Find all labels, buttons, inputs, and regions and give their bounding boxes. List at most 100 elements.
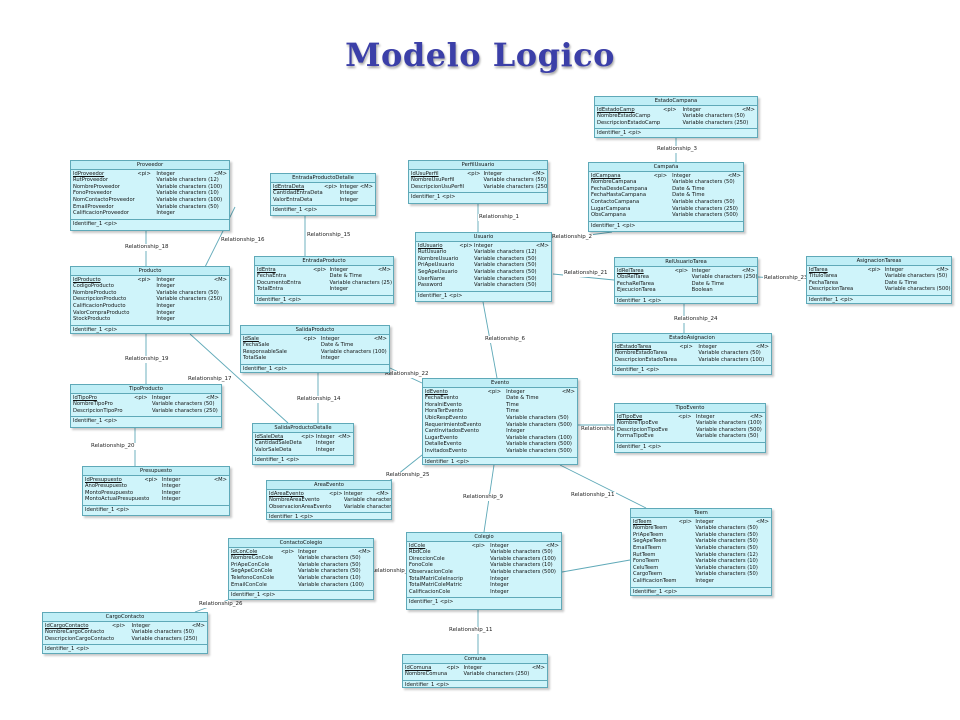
entity-row: IdEntraDeta<pi>Integer<M> xyxy=(273,183,373,190)
entity-identifier: Identifier_1 <pi> xyxy=(231,592,276,599)
entity-comuna[interactable]: Comuna IdComuna<pi>Integer<M> NombreComu… xyxy=(402,654,548,688)
entity-title: SalidaProductoDetalle xyxy=(253,424,353,433)
entity-title: EstadoCampana xyxy=(595,97,757,106)
entity-proveedor[interactable]: Proveedor IdProveedor<pi>Integer<M> RutP… xyxy=(70,160,230,231)
relationship-label: Relationship_11 xyxy=(570,492,616,499)
entity-salidaproductodetalle[interactable]: SalidaProductoDetalle IdSaleDeta<pi>Inte… xyxy=(252,423,354,465)
entity-title: TipoProducto xyxy=(71,385,221,394)
entity-identifier: Identifier_1 <pi> xyxy=(809,296,854,303)
relationship-label: Relationship_14 xyxy=(296,396,342,403)
entity-identifier: Identifier_1 <pi> xyxy=(255,457,300,464)
relationship-label: Relationship_25 xyxy=(385,472,431,479)
page-title: Modelo Logico xyxy=(345,36,615,74)
entity-title: TipoEvento xyxy=(615,404,765,413)
relationship-label: Relationship_24 xyxy=(673,316,719,323)
entity-presupuesto[interactable]: Presupuesto IdPresupuesto<pi>Integer<M> … xyxy=(82,466,230,516)
relationship-label: Relationship_6 xyxy=(484,336,527,343)
relationship-label: Relationship_3 xyxy=(656,146,699,153)
entity-row: IdRelTarea<pi>Integer<M> xyxy=(617,267,755,274)
entity-perfilusuario[interactable]: PerfilUsuario IdUsuPerfil<pi>Integer<M> … xyxy=(408,160,548,204)
entity-identifier: Identifier_1 <pi> xyxy=(257,296,302,303)
entity-row: IdEstadoCamp<pi>Integer<M> xyxy=(597,106,755,113)
entity-title: Colegio xyxy=(407,533,561,542)
entity-salidaproducto[interactable]: SalidaProducto IdSale<pi>Integer<M> Fech… xyxy=(240,325,390,373)
entity-entradaproductodetalle[interactable]: EntradaProductoDetalle IdEntraDeta<pi>In… xyxy=(270,173,376,216)
entity-relusuariotarea[interactable]: RelUsuarioTarea IdRelTarea<pi>Integer<M>… xyxy=(614,257,758,304)
relationship-label: Relationship_1 xyxy=(478,214,521,221)
entity-row: IdEntra<pi>Integer<M> xyxy=(257,266,391,273)
entity-identifier: Identifier_1 <pi> xyxy=(617,297,662,304)
entity-areaevento[interactable]: AreaEvento IdAreaEvento<pi>Integer<M> No… xyxy=(266,480,392,520)
entity-entradaproducto[interactable]: EntradaProducto IdEntra<pi>Integer<M> Fe… xyxy=(254,256,394,304)
entity-campana[interactable]: Campaña IdCampana<pi>Integer<M> NombreCa… xyxy=(588,162,744,232)
entity-evento[interactable]: Evento IdEvento<pi>Integer<M> FechaEvent… xyxy=(422,378,578,465)
relationship-label: Relationship_23 xyxy=(763,275,809,282)
entity-title: Evento xyxy=(423,379,577,388)
entity-asignaciontareas[interactable]: AsignacionTareas IdTarea<pi>Integer<M> T… xyxy=(806,256,952,304)
entity-identifier: Identifier_1 <pi> xyxy=(273,207,318,214)
entity-row: IdTipoEve<pi>Integer<M> xyxy=(617,413,763,420)
entity-cargocontacto[interactable]: CargoContacto IdCargoContacto<pi>Integer… xyxy=(42,612,208,654)
entity-tipoproducto[interactable]: TipoProducto IdTipoPro<pi>Integer<M> Nom… xyxy=(70,384,222,428)
entity-title: Comuna xyxy=(403,655,547,664)
relationship-label: Relationship_20 xyxy=(90,443,136,450)
entity-row: IdCole<pi>Integer<M> xyxy=(409,542,559,549)
entity-identifier: Identifier_1 <pi> xyxy=(617,443,662,450)
entity-identifier: Identifier_1 <pi> xyxy=(418,292,463,299)
entity-identifier: Identifier_1 <pi> xyxy=(243,365,288,372)
relationship-label: Relationship_17 xyxy=(187,376,233,383)
entity-tipoevento[interactable]: TipoEvento IdTipoEve<pi>Integer<M> Nombr… xyxy=(614,403,766,453)
entity-contactocolegio[interactable]: ContactoColegio IdConCole<pi>Integer<M> … xyxy=(228,538,374,600)
entity-producto[interactable]: Producto IdProducto<pi>Integer<M> Codigo… xyxy=(70,266,230,334)
entity-row: IdConCole<pi>Integer<M> xyxy=(231,548,371,555)
entity-estadocampana[interactable]: EstadoCampana IdEstadoCamp<pi>Integer<M>… xyxy=(594,96,758,138)
entity-usuario[interactable]: Usuario IdUsuario<pi>Integer<M> RutUsuar… xyxy=(415,232,552,302)
entity-row: IdSaleDeta<pi>Integer<M> xyxy=(255,433,351,440)
entity-identifier: Identifier_1 <pi> xyxy=(409,599,454,606)
entity-estadoasignacion[interactable]: EstadoAsignacion IdEstadoTarea<pi>Intege… xyxy=(612,333,772,375)
